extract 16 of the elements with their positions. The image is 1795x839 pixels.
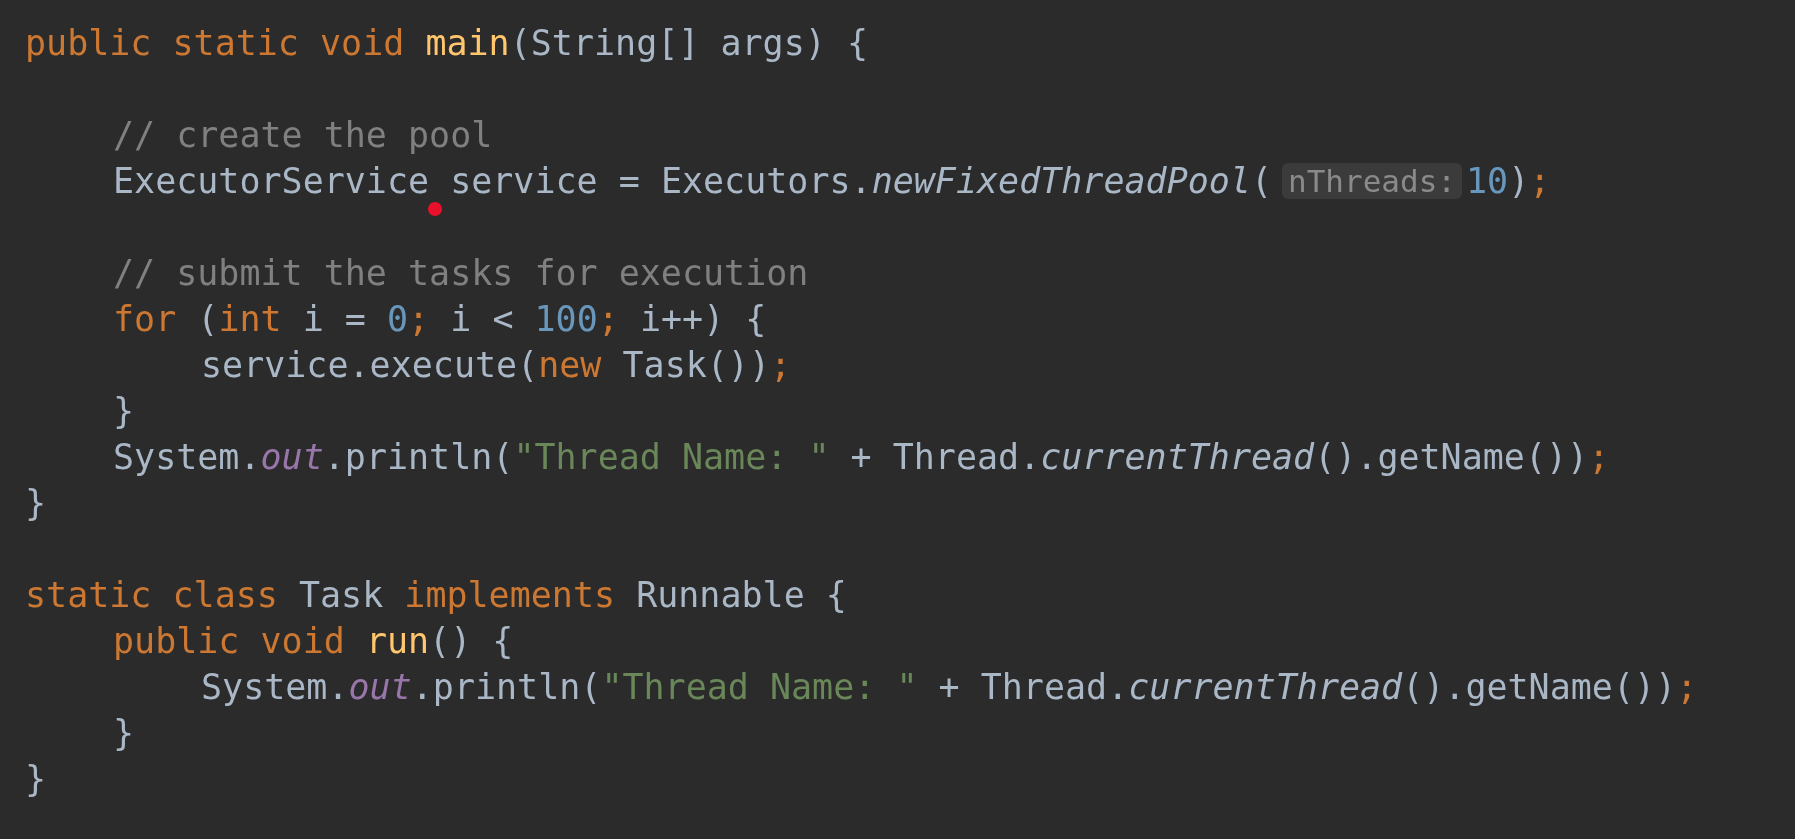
code-line: System.out.println("Thread Name: " + Thread.currentThread().getName()); [113, 437, 1610, 477]
code-line: static class Task implements Runnable { [25, 575, 847, 615]
code-line: public void run() { [113, 621, 514, 661]
code-line: for (int i = 0; i < 100; i++) { [113, 299, 767, 339]
code-comment: // create the pool [113, 115, 493, 155]
code-line: } [25, 759, 47, 799]
code-line: } [25, 483, 47, 523]
code-line: service.execute(new Task()); [201, 345, 792, 385]
code-line: ExecutorService service = Executors.newFixedThreadPool( [113, 161, 1272, 201]
parameter-hint: nThreads: [1282, 163, 1462, 199]
code-line: System.out.println("Thread Name: " + Thread.currentThread().getName()); [201, 667, 1698, 707]
code-comment: // submit the tasks for execution [113, 253, 809, 293]
code-line: } [113, 713, 135, 753]
code-line: } [113, 391, 135, 431]
code-line: public static void main(String[] args) { [25, 23, 868, 63]
code-line: 10); [1466, 161, 1551, 201]
